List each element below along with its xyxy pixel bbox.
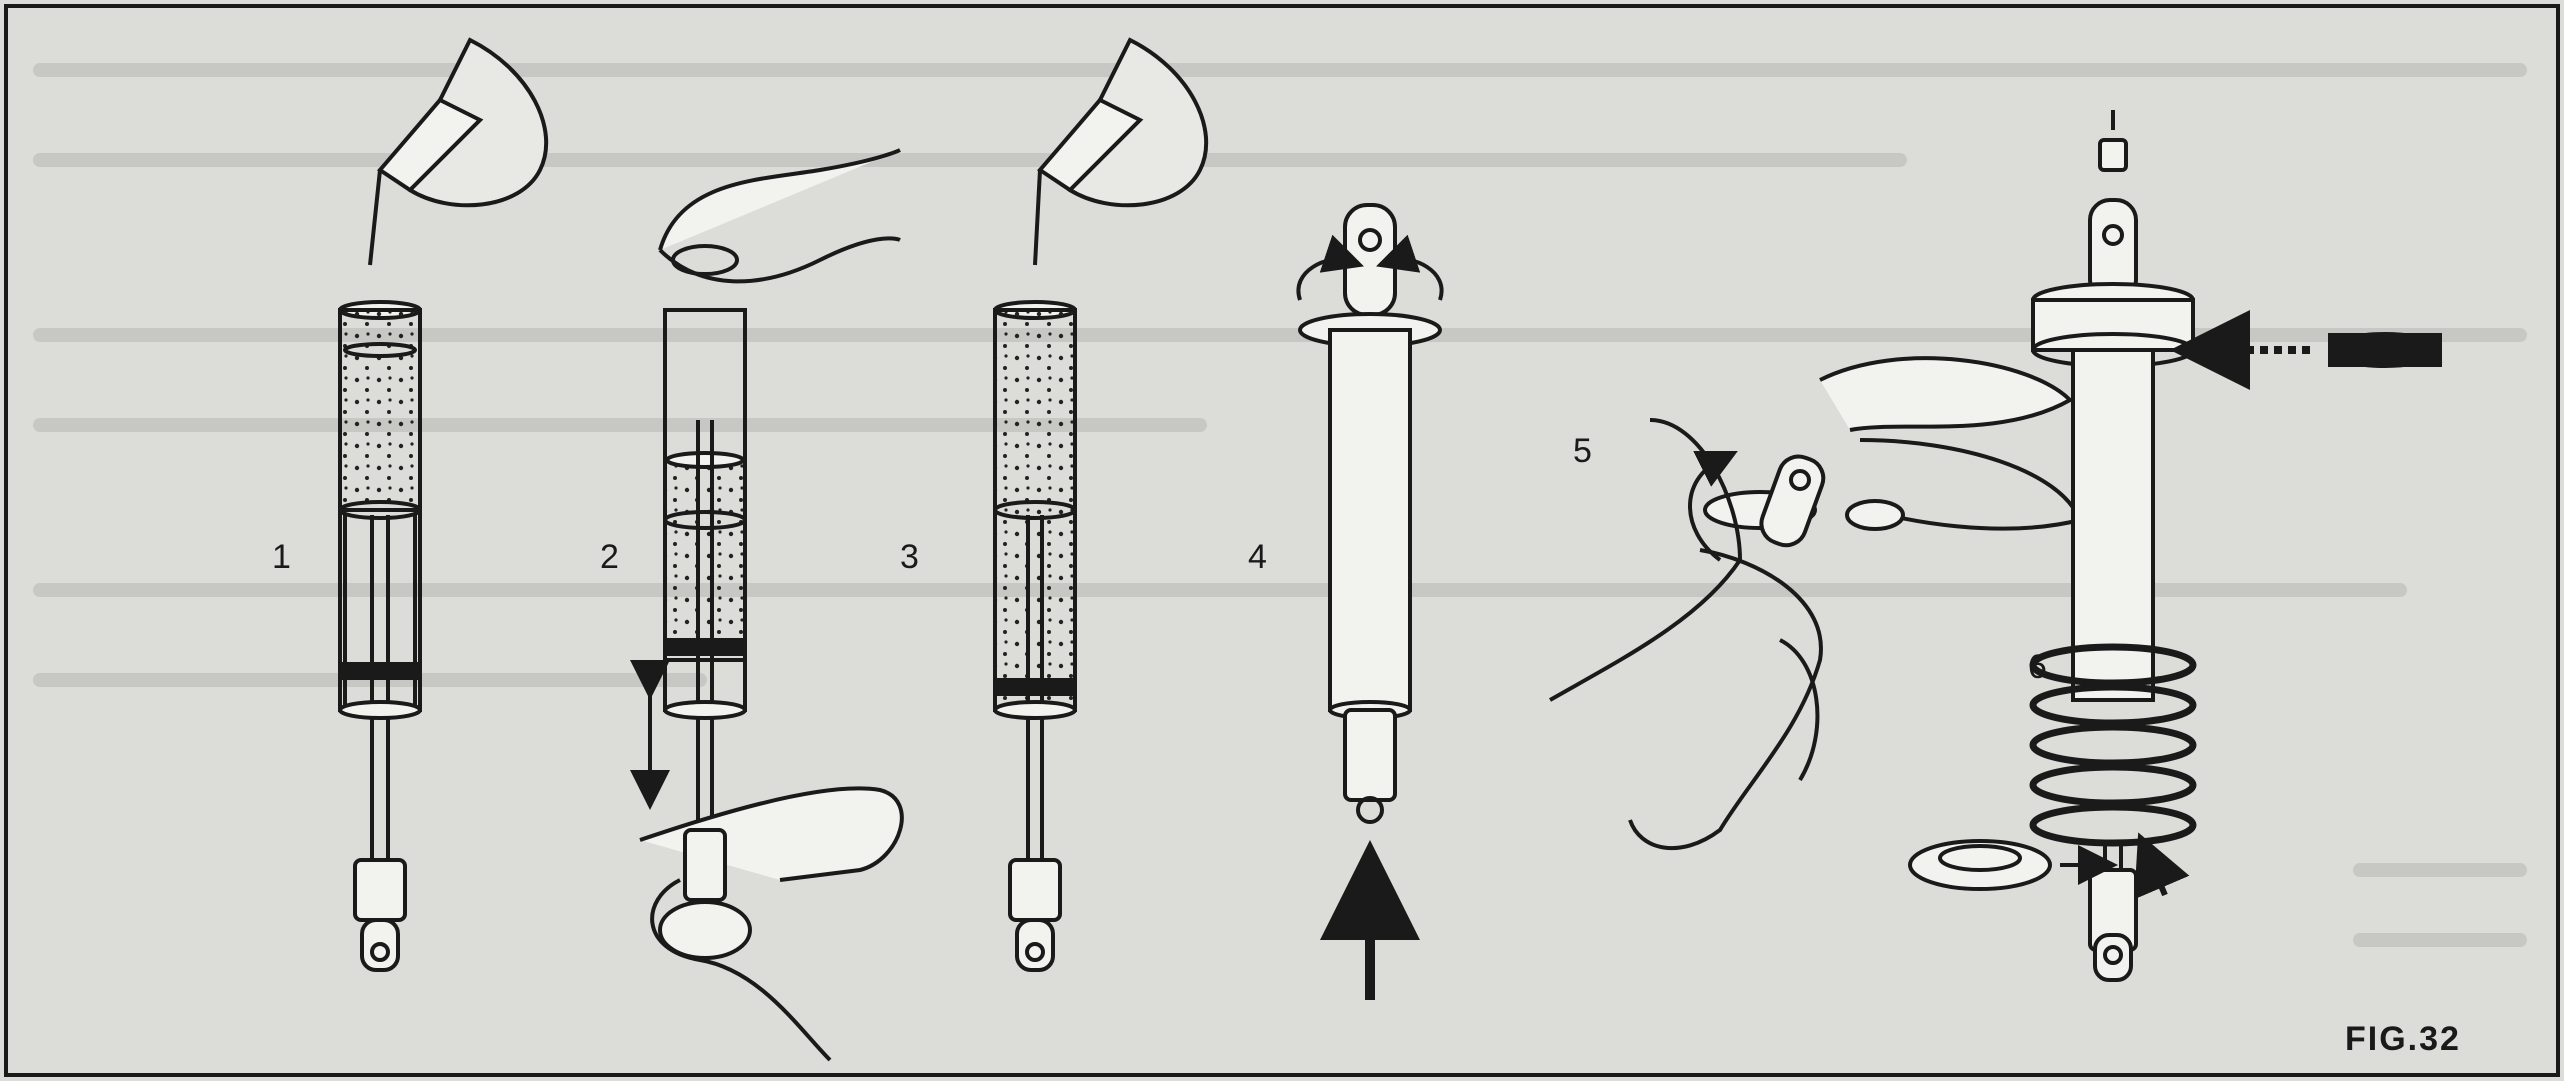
step-1-label: 1 bbox=[272, 538, 291, 576]
step-3-label: 3 bbox=[900, 538, 919, 576]
step-5-label: 5 bbox=[1573, 432, 1592, 470]
step-6-label: 6 bbox=[2028, 648, 2047, 686]
figure-caption: FIG.32 bbox=[2345, 1020, 2461, 1058]
step-4-label: 4 bbox=[1248, 538, 1267, 576]
step-2-label: 2 bbox=[600, 538, 619, 576]
